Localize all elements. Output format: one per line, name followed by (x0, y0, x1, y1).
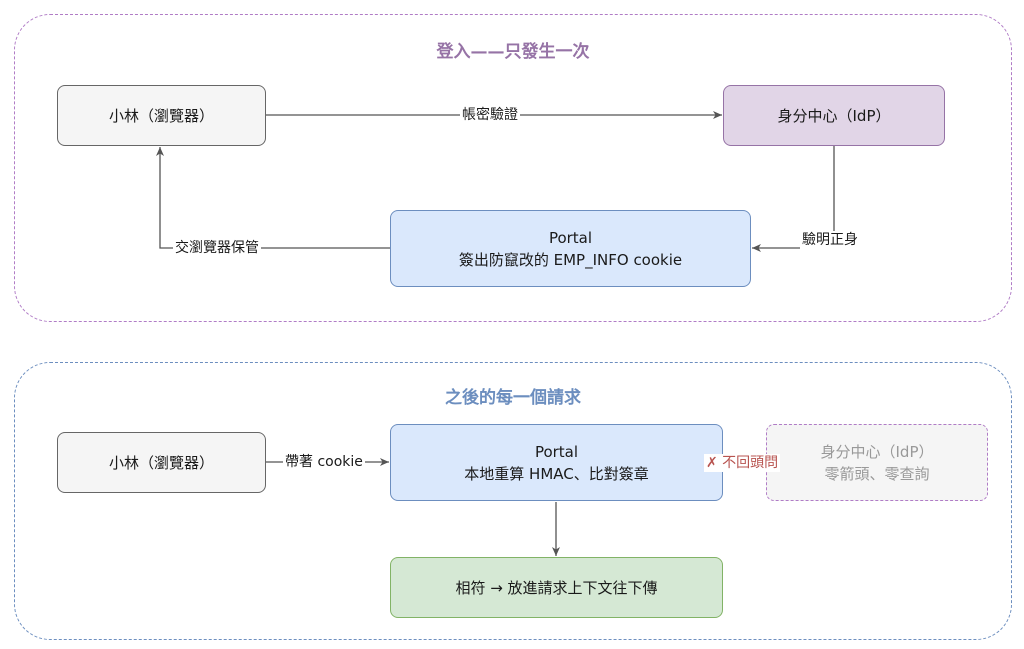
request-idp-node: 身分中心（IdP） 零箭頭、零查詢 (766, 424, 988, 501)
edge-cookie-label: 帶著 cookie (283, 453, 365, 471)
login-section-title: 登入——只發生一次 (436, 42, 590, 62)
login-portal-title: Portal (548, 228, 593, 247)
login-browser-node: 小林（瀏覽器） (57, 85, 266, 146)
edge-verified-label: 驗明正身 (800, 231, 860, 249)
request-browser-label: 小林（瀏覽器） (108, 453, 214, 472)
edge-store (156, 147, 390, 249)
request-portal-node: Portal 本地重算 HMAC、比對簽章 (390, 424, 723, 501)
request-pass-node: 相符 → 放進請求上下文往下傳 (390, 557, 723, 618)
login-portal-desc: 簽出防竄改的 EMP_INFO cookie (458, 250, 683, 269)
login-idp-node: 身分中心（IdP） (723, 85, 945, 146)
edge-store-label: 交瀏覽器保管 (173, 239, 261, 257)
request-idp-title: 身分中心（IdP） (820, 442, 934, 461)
login-portal-node: Portal 簽出防竄改的 EMP_INFO cookie (390, 210, 751, 287)
request-portal-title: Portal (534, 442, 579, 461)
request-idp-desc: 零箭頭、零查詢 (824, 464, 930, 483)
login-section: 登入——只發生一次 (14, 14, 1012, 322)
request-portal-desc: 本地重算 HMAC、比對簽章 (464, 464, 649, 483)
request-browser-node: 小林（瀏覽器） (57, 432, 266, 493)
edge-credentials-label: 帳密驗證 (460, 106, 520, 124)
login-browser-label: 小林（瀏覽器） (108, 106, 214, 125)
request-section-title: 之後的每一個請求 (445, 388, 581, 408)
request-pass-label: 相符 → 放進請求上下文往下傳 (455, 578, 658, 597)
edge-no-return-label: ✗ 不回頭問 (704, 454, 781, 472)
login-idp-label: 身分中心（IdP） (777, 106, 891, 125)
request-section: 之後的每一個請求 (14, 362, 1012, 640)
